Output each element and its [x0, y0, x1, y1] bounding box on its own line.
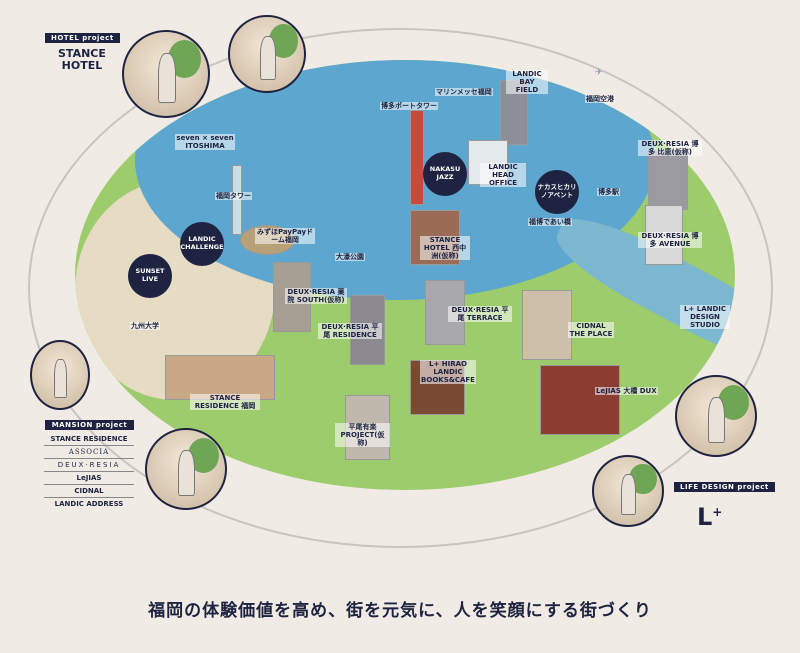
- vignette-balcony: [145, 428, 227, 510]
- brand-landic-address: LANDIC ADDRESS: [54, 500, 124, 508]
- bubble-nakasu-hikari: ナカスヒカリノアベント: [535, 170, 579, 214]
- label-ohori-park: 大濠公園: [335, 253, 365, 262]
- airplane-icon: ✈: [595, 68, 603, 78]
- label-design-studio: L+ LANDIC DESIGN STUDIO: [680, 305, 730, 330]
- river: [546, 202, 735, 378]
- label-lejias: LeJIAS 大橋 DUX: [595, 387, 658, 396]
- label-head-office: LANDIC HEAD OFFICE: [480, 163, 526, 188]
- vignette-plants: [675, 375, 757, 457]
- bubble-sunset-live: SUNSET LIVE: [128, 254, 172, 298]
- label-port-tower: 博多ポートタワー: [380, 102, 438, 111]
- label-dome: みずほPayPayドーム福岡: [255, 228, 315, 245]
- label-marine-messe: マリンメッセ福岡: [435, 88, 493, 97]
- mansion-project-tag: MANSION project: [45, 420, 134, 430]
- bubble-landic-challenge: LANDIC CHALLENGE: [180, 222, 224, 266]
- bubble-nakasu-jazz: NAKASU JAZZ: [423, 152, 467, 196]
- hotel-project-tag: HOTEL project: [45, 33, 120, 43]
- brand-lejias: LeJIAS: [44, 472, 134, 485]
- vignette-terrace: [228, 15, 306, 93]
- caption: 福岡の体験価値を高め、街を元気に、人を笑顔にする街づくり: [148, 601, 652, 621]
- label-stance-hotel: STANCE HOTEL 西中洲(仮称): [420, 236, 470, 261]
- building-lejias: [540, 365, 620, 435]
- stance-hotel-brand: STANCE HOTEL: [58, 47, 106, 73]
- label-deux-avenue: DEUX·RESIA 博多 AVENUE: [638, 232, 702, 249]
- building-cidnal: [522, 290, 572, 360]
- building-deux-hie: [648, 150, 688, 210]
- label-deux-hirao-ter: DEUX·RESIA 平尾 TERRACE: [448, 306, 512, 323]
- port-tower: [410, 110, 424, 205]
- label-fukuoka-tower: 福岡タワー: [215, 192, 252, 201]
- label-bay-field: LANDIC BAY FIELD: [506, 70, 548, 95]
- label-deux-yakuin: DEUX·RESIA 薬院 SOUTH(仮称): [285, 288, 347, 305]
- label-deux-hie: DEUX·RESIA 博多 比恵(仮称): [638, 140, 702, 157]
- vignette-sauna: [122, 30, 210, 118]
- label-lplus-hirao: L+ HIRAO LANDIC BOOKS&CAFE: [420, 360, 476, 385]
- brand-cidnal: CIDNAL: [44, 485, 134, 498]
- label-stance-residence: STANCE RESIDENCE 福岡: [190, 394, 260, 411]
- label-cidnal: CIDNAL THE PLACE: [568, 322, 614, 339]
- label-kyushu-univ: 九州大学: [130, 322, 160, 331]
- vignette-room: [30, 340, 90, 410]
- brand-line: STANCE: [58, 47, 106, 60]
- label-deaibashi: 福博であい橋: [528, 218, 572, 227]
- vignette-flowers: [592, 455, 664, 527]
- outer-ring: [28, 28, 773, 548]
- brand-deux-resia: DEUX·RESIA: [44, 459, 134, 472]
- lplus-logo: L+: [697, 503, 723, 531]
- city-map-island: [75, 60, 735, 490]
- label-hakata-station: 博多駅: [597, 188, 620, 197]
- brand-line: HOTEL: [61, 59, 103, 73]
- brand-associa: ASSOCIA: [44, 446, 134, 459]
- mansion-brand-list: STANCE RESIDENCE ASSOCIA DEUX·RESIA LeJI…: [44, 433, 134, 510]
- life-design-project-tag: LIFE DESIGN project: [674, 482, 775, 492]
- label-airport: 福岡空港: [585, 95, 615, 104]
- label-hirao-project: 平尾有楽 PROJECT(仮称): [335, 423, 390, 448]
- label-seven-itoshima: seven × seven ITOSHIMA: [175, 134, 235, 151]
- brand-stance-residence: STANCE RESIDENCE: [44, 433, 134, 446]
- label-deux-hirao-res: DEUX·RESIA 平尾 RESIDENCE: [318, 323, 382, 340]
